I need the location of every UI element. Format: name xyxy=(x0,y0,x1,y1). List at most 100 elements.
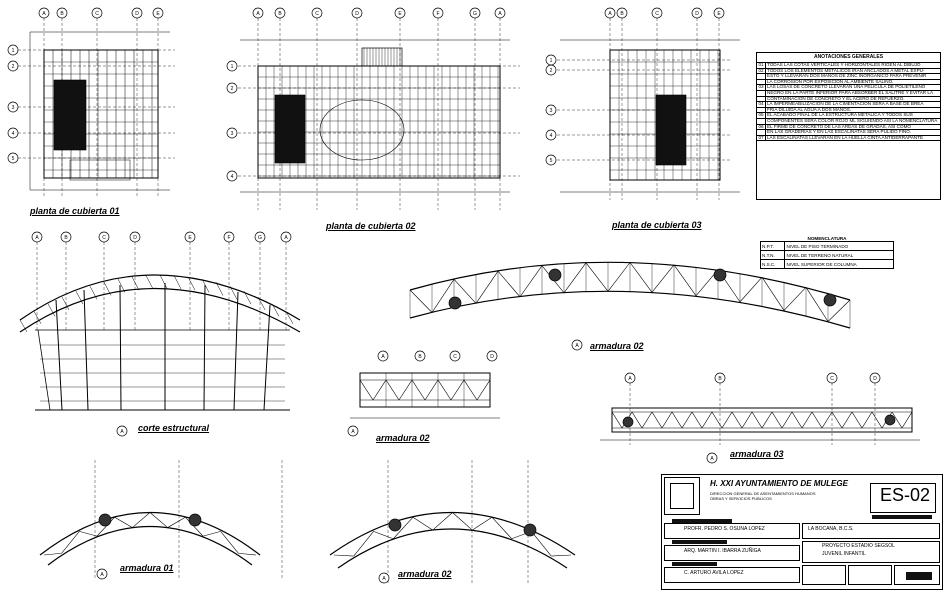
axis-bubble-label: C xyxy=(655,11,659,17)
truss-web xyxy=(215,282,224,296)
truss-diagonal xyxy=(563,262,587,294)
truss-web xyxy=(201,278,210,293)
truss-web xyxy=(61,296,70,310)
planta-1-title: planta de cubierta 01 xyxy=(30,206,120,216)
note-row: LA CORROSION POR EXPOSICION AL AMBIENTE … xyxy=(757,79,940,86)
truss-web xyxy=(131,276,140,291)
axis-bubble xyxy=(226,127,238,139)
truss-diagonal xyxy=(891,411,903,429)
connection-node xyxy=(388,518,402,532)
axis-bubble-label: B xyxy=(60,11,64,17)
truss-diagonal xyxy=(831,411,843,429)
axis-bubble-label: 1 xyxy=(231,64,234,70)
note-text: CONTAMINACION DE CONCRETO Y EL ACERO DE … xyxy=(767,95,905,101)
redaction-bar xyxy=(872,515,932,519)
place-name: LA BOCANA, B.C.S. xyxy=(808,526,854,532)
person-1: PROFR. PEDRO S. OSUNA LOPEZ xyxy=(684,526,765,532)
truss-diagonal xyxy=(651,411,663,429)
note-row: CONTAMINACION DE CONCRETO Y EL ACERO DE … xyxy=(757,95,940,103)
column xyxy=(83,289,89,411)
truss-diagonal xyxy=(43,552,62,556)
section-bubble-label: A xyxy=(351,429,355,435)
truss-diagonal xyxy=(353,531,374,557)
dim-box xyxy=(69,159,131,181)
truss-diagonal xyxy=(611,411,623,429)
axis-bubble-label: B xyxy=(620,11,624,17)
truss-web xyxy=(159,274,168,289)
axis-bubble-label: A xyxy=(381,354,385,360)
section-bubble-label: A xyxy=(710,456,714,462)
axis-bubble-label: E xyxy=(398,11,402,17)
truss-diagonal xyxy=(585,262,609,292)
client-sub-2: OBRAS Y SERVICIOS PUBLICOS xyxy=(710,496,772,501)
truss-diagonal xyxy=(476,379,491,401)
note-row: COMPONENTES SERA COLOR ROJO ML SIGUIENDO… xyxy=(757,118,940,125)
nom-row: N.S.C.NIVEL SUPERIOR DE COLUMNA xyxy=(759,259,894,269)
axis-bubble-label: A xyxy=(628,376,632,382)
note-text: NEGRO EN LA PARTE INFERIOR PARA ABSORBER… xyxy=(767,89,934,95)
axis-bubble-label: C xyxy=(102,235,106,241)
nom-key: N.P.T. xyxy=(759,241,786,251)
axis-bubble-label: E xyxy=(188,235,192,241)
note-text: TODOS LOS ELEMENTOS METALICOS IRAN ANCLA… xyxy=(767,67,925,73)
truss-diagonal xyxy=(651,264,675,293)
axis-bubble-label: 1 xyxy=(550,58,553,64)
note-text: LAS ESCALINATAS LLEVARAN EN LA HUELLA CI… xyxy=(767,134,924,140)
note-row: FRIA DILUIDA AL AGUA A DOS MANOS. xyxy=(757,106,940,114)
armadura-02-bottom-title: armadura 02 xyxy=(398,569,452,579)
truss-diagonal xyxy=(721,411,733,429)
note-number: 01 xyxy=(757,62,766,68)
axis-bubble-label: 2 xyxy=(231,86,234,92)
axis-bubble-label: E xyxy=(717,11,721,17)
note-text: FRIA DILUIDA AL AGUA A DOS MANOS. xyxy=(767,106,852,112)
truss-diagonal xyxy=(607,262,631,292)
connection-node xyxy=(523,523,537,537)
truss-diagonal xyxy=(673,264,697,297)
truss-diagonal xyxy=(701,411,713,429)
axis-bubble xyxy=(545,104,557,116)
section-bubble-label: A xyxy=(382,576,386,582)
truss-diagonal xyxy=(711,411,723,429)
signature-row-2 xyxy=(664,545,800,561)
truss-diagonal xyxy=(372,379,387,401)
section-bubble-label: A xyxy=(100,572,104,578)
section-bubble xyxy=(96,568,108,580)
truss-diagonal xyxy=(871,411,883,429)
nomenclatura-title: NOMENCLATURA xyxy=(807,236,847,241)
nomenclatura-table: NOMENCLATURA N.P.T.NIVEL DE PISO TERMINA… xyxy=(759,236,894,269)
truss-web xyxy=(33,311,42,324)
redaction-bar xyxy=(672,562,717,566)
truss-diagonal xyxy=(220,531,239,554)
corte-title: corte estructural xyxy=(138,423,210,433)
redaction-bar xyxy=(672,519,732,523)
truss-diagonal xyxy=(452,512,473,531)
truss-diagonal xyxy=(132,512,151,528)
truss-diagonal xyxy=(238,552,257,556)
axis-bubble-label: 3 xyxy=(550,108,553,114)
note-text: EL ACABADO FINAL DE LA ESTRUCTURA METALI… xyxy=(767,112,913,118)
truss-diagonal xyxy=(641,411,653,429)
note-number xyxy=(757,107,766,113)
sheet-code: ES-02 xyxy=(880,485,931,505)
truss-bottom-chord xyxy=(409,290,851,329)
axis-bubble-label: D xyxy=(695,11,699,17)
sheet-code-box xyxy=(870,483,936,513)
truss-diagonal xyxy=(771,411,783,429)
connection-node xyxy=(622,416,634,428)
truss-web xyxy=(173,275,182,290)
truss-diagonal xyxy=(202,531,221,537)
truss-diagonal xyxy=(475,271,499,304)
note-number xyxy=(757,96,766,102)
truss-diagonal xyxy=(450,379,465,401)
connection-node xyxy=(713,268,727,282)
truss-diagonal xyxy=(661,411,673,429)
truss-web xyxy=(271,303,280,317)
note-number: 04 xyxy=(757,102,766,107)
truss-diagonal xyxy=(805,287,829,322)
axis-bubble-label: 4 xyxy=(12,131,15,137)
logo-box xyxy=(664,477,700,515)
